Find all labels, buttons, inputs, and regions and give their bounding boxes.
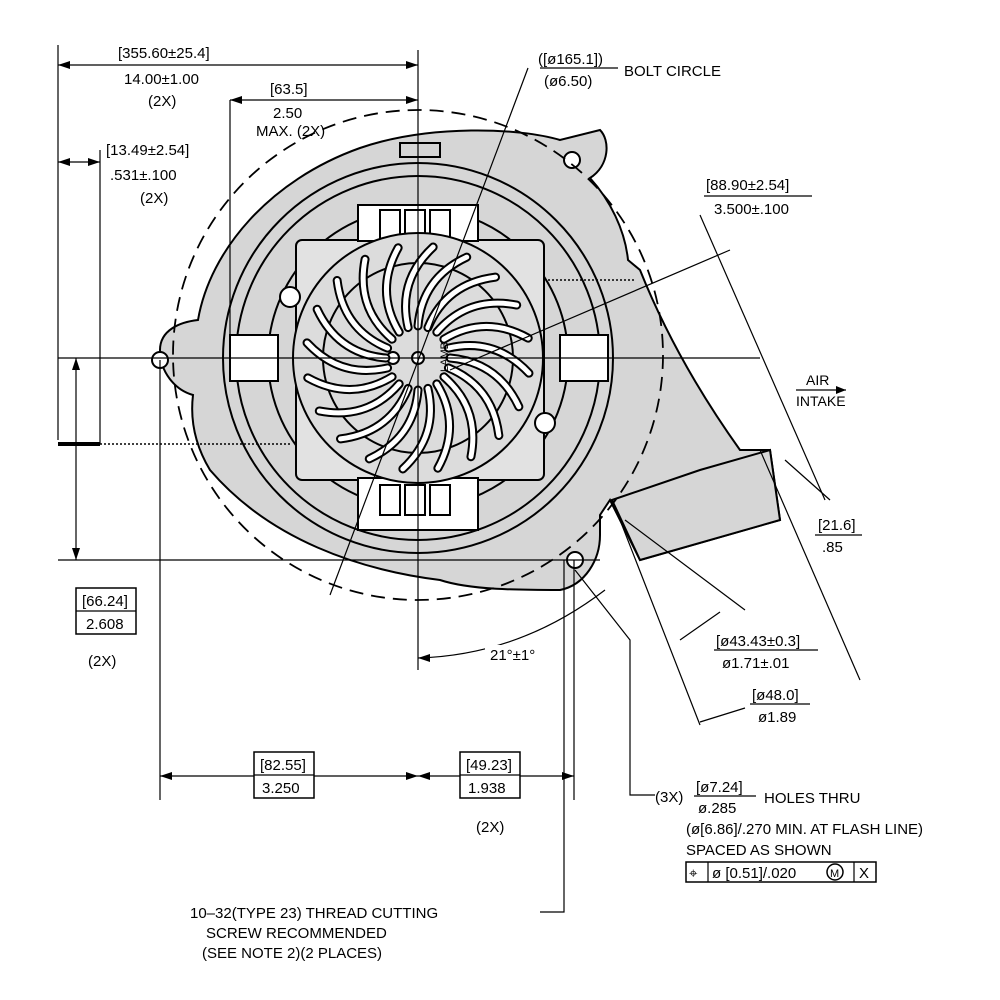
fan-blade xyxy=(400,385,433,472)
fan-blade xyxy=(434,300,520,335)
holes-flash-line: (ø[6.86]/.270 MIN. AT FLASH LINE) xyxy=(686,821,923,838)
fan-blade xyxy=(415,254,470,329)
dimension-lines xyxy=(57,45,861,913)
fan-blade xyxy=(447,355,522,410)
max-mm: [63.5] xyxy=(270,81,308,98)
holes-note: (3X) [ø7.24] ø.285 HOLES THRU (ø[6.86]/.… xyxy=(655,779,923,883)
bolt-circle-label: BOLT CIRCLE xyxy=(624,63,721,80)
fcf-tolerance: ø [0.51]/.020 xyxy=(712,865,796,882)
overall-width-qty: (2X) xyxy=(148,93,176,110)
fcf-modifier: M xyxy=(830,868,839,880)
fan-blade xyxy=(445,343,532,376)
offset-in: .531±.100 xyxy=(110,167,177,184)
offset-mm: [13.49±2.54] xyxy=(106,142,189,159)
air-label: AIR xyxy=(806,372,829,388)
screw-note: 10–32(TYPE 23) THREAD CUTTING SCREW RECO… xyxy=(190,905,438,962)
fan-blade xyxy=(305,374,395,393)
flange-mm: [21.6] xyxy=(818,517,856,534)
holes-qty: (3X) xyxy=(655,789,683,806)
max-in: 2.50 xyxy=(273,105,302,122)
intake-label: INTAKE xyxy=(796,393,846,409)
offset-qty: (2X) xyxy=(140,190,168,207)
fan-blade xyxy=(434,381,453,471)
fan-blade xyxy=(314,306,389,361)
fan-blades xyxy=(302,242,534,474)
fan-blade xyxy=(441,374,476,460)
angle-dim: 21°±1° xyxy=(490,647,535,664)
fcf-datum: X xyxy=(859,865,869,882)
motor-label: LAMB xyxy=(439,342,451,372)
lead-wires xyxy=(58,279,635,446)
left-span-mm: [82.55] xyxy=(260,757,306,774)
outlet-mm: [88.90±2.54] xyxy=(706,177,789,194)
inner-dia-mm: [ø43.43±0.3] xyxy=(716,633,800,650)
height-qty: (2X) xyxy=(88,653,116,670)
outer-dia-in: ø1.89 xyxy=(758,709,796,726)
right-span-mm: [49.23] xyxy=(466,757,512,774)
left-span-in: 3.250 xyxy=(262,780,300,797)
fan-blade xyxy=(441,323,531,342)
holes-dia-mm: [ø7.24] xyxy=(696,779,743,796)
bolt-circle-in: (ø6.50) xyxy=(544,73,592,90)
outlet-in: 3.500±.100 xyxy=(714,201,789,218)
fan-blade xyxy=(316,381,402,416)
height-in: 2.608 xyxy=(86,616,124,633)
fan-blade xyxy=(383,245,402,335)
fan-blade xyxy=(366,387,421,462)
fan-blade xyxy=(334,278,391,351)
inner-dia-in: ø1.71±.01 xyxy=(722,655,789,672)
overall-width-mm: [355.60±25.4] xyxy=(118,45,210,62)
outer-dia-mm: [ø48.0] xyxy=(752,687,799,704)
fan-blade xyxy=(403,244,436,331)
fan-blade xyxy=(360,256,395,342)
fan-blade xyxy=(304,340,391,373)
holes-spacing: SPACED AS SHOWN xyxy=(686,842,832,859)
right-span-in: 1.938 xyxy=(468,780,506,797)
fan-blade xyxy=(425,274,498,331)
fan-blade xyxy=(445,365,502,438)
flange-in: .85 xyxy=(822,539,843,556)
screw-line-3: (SEE NOTE 2)(2 PLACES) xyxy=(202,945,382,962)
height-mm: [66.24] xyxy=(82,593,128,610)
screw-line-1: 10–32(TYPE 23) THREAD CUTTING xyxy=(190,905,438,922)
overall-width-in: 14.00±1.00 xyxy=(124,71,199,88)
screw-line-2: SCREW RECOMMENDED xyxy=(206,925,387,942)
right-span-qty: (2X) xyxy=(476,819,504,836)
holes-thru: HOLES THRU xyxy=(764,790,860,807)
holes-dia-in: ø.285 xyxy=(698,800,736,817)
bolt-circle-mm: ([ø165.1]) xyxy=(538,51,603,68)
position-icon: ⌖ xyxy=(689,865,698,882)
max-note: MAX. (2X) xyxy=(256,123,325,140)
